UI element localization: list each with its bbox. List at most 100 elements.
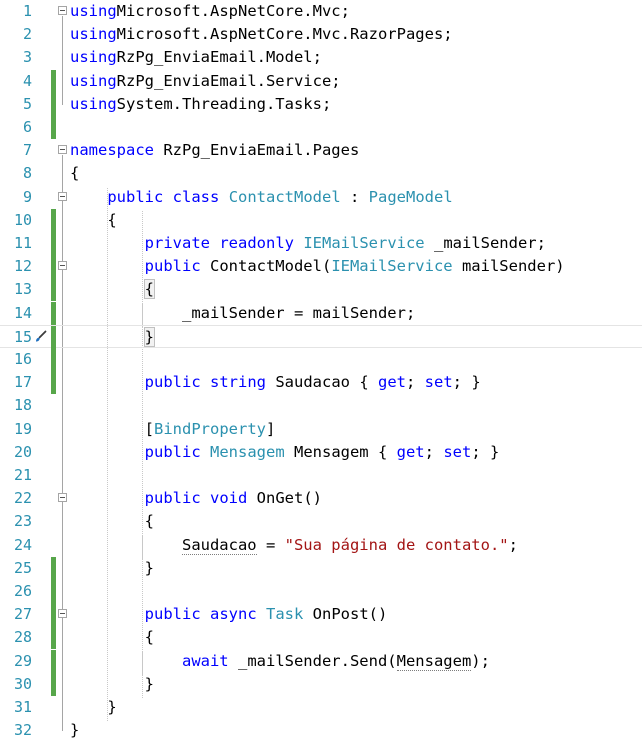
code-token [163, 188, 172, 206]
code-token: } [70, 558, 154, 577]
code-line[interactable]: 31 } [0, 696, 642, 719]
code-token: Microsoft.AspNetCore.Mvc; [116, 2, 350, 20]
code-line[interactable]: 8{ [0, 162, 642, 185]
code-text: usingRzPg_EnviaEmail.Model; [70, 46, 322, 69]
code-line[interactable]: 3 usingRzPg_EnviaEmail.Model; [0, 46, 642, 69]
code-line[interactable]: 21 [0, 464, 642, 487]
code-line[interactable]: 10 { [0, 208, 642, 232]
line-number: 18 [13, 396, 32, 415]
collapse-icon[interactable] [58, 493, 67, 503]
code-line[interactable]: 28 { [0, 626, 642, 650]
code-line[interactable]: 25 } [0, 556, 642, 580]
code-text: public Mensagem Mensagem { get; set; } [70, 441, 500, 464]
fold-rail [62, 271, 63, 337]
matched-brace: } [143, 326, 156, 347]
code-line[interactable]: 11 private readonly IEMailService _mailS… [0, 232, 642, 255]
keyword-token: using [70, 94, 117, 113]
code-token: OnPost() [303, 605, 388, 624]
fold-rail [62, 16, 63, 105]
code-line[interactable]: 17 public string Saudacao { get; set; } [0, 371, 642, 395]
change-marker [51, 348, 56, 371]
collapse-icon[interactable] [58, 261, 67, 271]
change-marker [51, 672, 56, 696]
code-token: _mailSender; [424, 234, 546, 252]
change-marker [51, 69, 56, 93]
type-token: Task [266, 605, 304, 624]
code-line[interactable]: 18 [0, 394, 642, 417]
change-marker [51, 626, 56, 650]
change-marker [51, 301, 56, 325]
code-text: usingSystem.Threading.Tasks; [70, 93, 331, 116]
code-token: Saudacao [181, 535, 257, 555]
code-line[interactable]: 30 } [0, 672, 642, 696]
line-number: 1 [22, 2, 32, 20]
code-text: } [70, 696, 116, 719]
code-line[interactable]: 29 await _mailSender.Send(Mensagem); [0, 649, 642, 673]
line-number: 28 [13, 628, 32, 647]
code-token: RzPg_EnviaEmail.Pages [154, 141, 360, 160]
code-text: private readonly IEMailService _mailSend… [70, 232, 546, 255]
indent-guide [141, 651, 143, 675]
code-line[interactable]: 23 { [0, 510, 642, 533]
code-line[interactable]: 16 [0, 348, 642, 371]
change-marker [51, 325, 56, 349]
code-line[interactable]: 19 [BindProperty] [0, 418, 642, 441]
code-line[interactable]: 14 _mailSender = mailSender; [0, 301, 642, 325]
code-line[interactable]: 22 public void OnGet() [0, 487, 642, 510]
code-line[interactable]: 24 Saudacao = "Sua página de contato."; [0, 534, 642, 557]
fold-rail [62, 503, 63, 569]
code-token: OnGet() [247, 489, 322, 508]
code-token [201, 605, 210, 623]
collapse-icon[interactable] [58, 191, 67, 201]
code-token: _mailSender.Send( [228, 651, 397, 670]
collapse-icon[interactable] [58, 145, 67, 155]
code-line[interactable]: 6 [0, 116, 642, 139]
collapse-icon[interactable] [58, 6, 67, 15]
code-token: ] [265, 419, 276, 438]
code-token [201, 373, 210, 391]
paintbrush-icon[interactable] [34, 330, 47, 343]
code-token [219, 188, 228, 206]
code-token [70, 328, 145, 346]
line-number: 3 [22, 48, 32, 67]
keyword-token: public [144, 489, 201, 508]
code-text: [BindProperty] [70, 418, 276, 441]
code-line[interactable]: 32} [0, 719, 642, 742]
code-token: : [340, 187, 369, 206]
code-token [70, 257, 145, 275]
line-number: 11 [13, 234, 32, 252]
code-line[interactable]: 13 { [0, 278, 642, 302]
code-line[interactable]: 15 } [0, 324, 642, 349]
keyword-token: async [210, 605, 257, 624]
code-token: RzPg_EnviaEmail.Model; [116, 48, 322, 67]
code-text: } [70, 326, 156, 349]
collapse-icon[interactable] [58, 609, 67, 619]
code-token: ; [508, 535, 518, 554]
line-number: 17 [13, 373, 32, 392]
code-line[interactable]: 12 public ContactModel(IEMailService mai… [0, 255, 642, 279]
line-number: 6 [22, 118, 32, 136]
code-text: await _mailSender.Send(Mensagem); [70, 650, 490, 673]
line-number: 30 [13, 674, 32, 693]
code-text: Saudacao = "Sua página de contato."; [70, 534, 518, 557]
line-number: 8 [22, 164, 32, 183]
code-token: Mensagem [396, 651, 472, 671]
code-token: } [70, 674, 154, 693]
code-token [70, 443, 145, 461]
code-token: ); [471, 651, 490, 670]
keyword-token: public [144, 373, 201, 392]
code-token: _mailSender = mailSender; [70, 303, 416, 322]
change-marker [51, 556, 56, 580]
code-line[interactable]: 26 [0, 580, 642, 603]
code-line[interactable]: 27 public async Task OnPost() [0, 603, 642, 627]
code-line[interactable]: 20 public Mensagem Mensagem { get; set; … [0, 441, 642, 464]
line-number: 19 [13, 419, 32, 438]
code-line[interactable]: 9 public class ContactModel : PageModel [0, 186, 642, 209]
keyword-token: string [210, 373, 266, 392]
